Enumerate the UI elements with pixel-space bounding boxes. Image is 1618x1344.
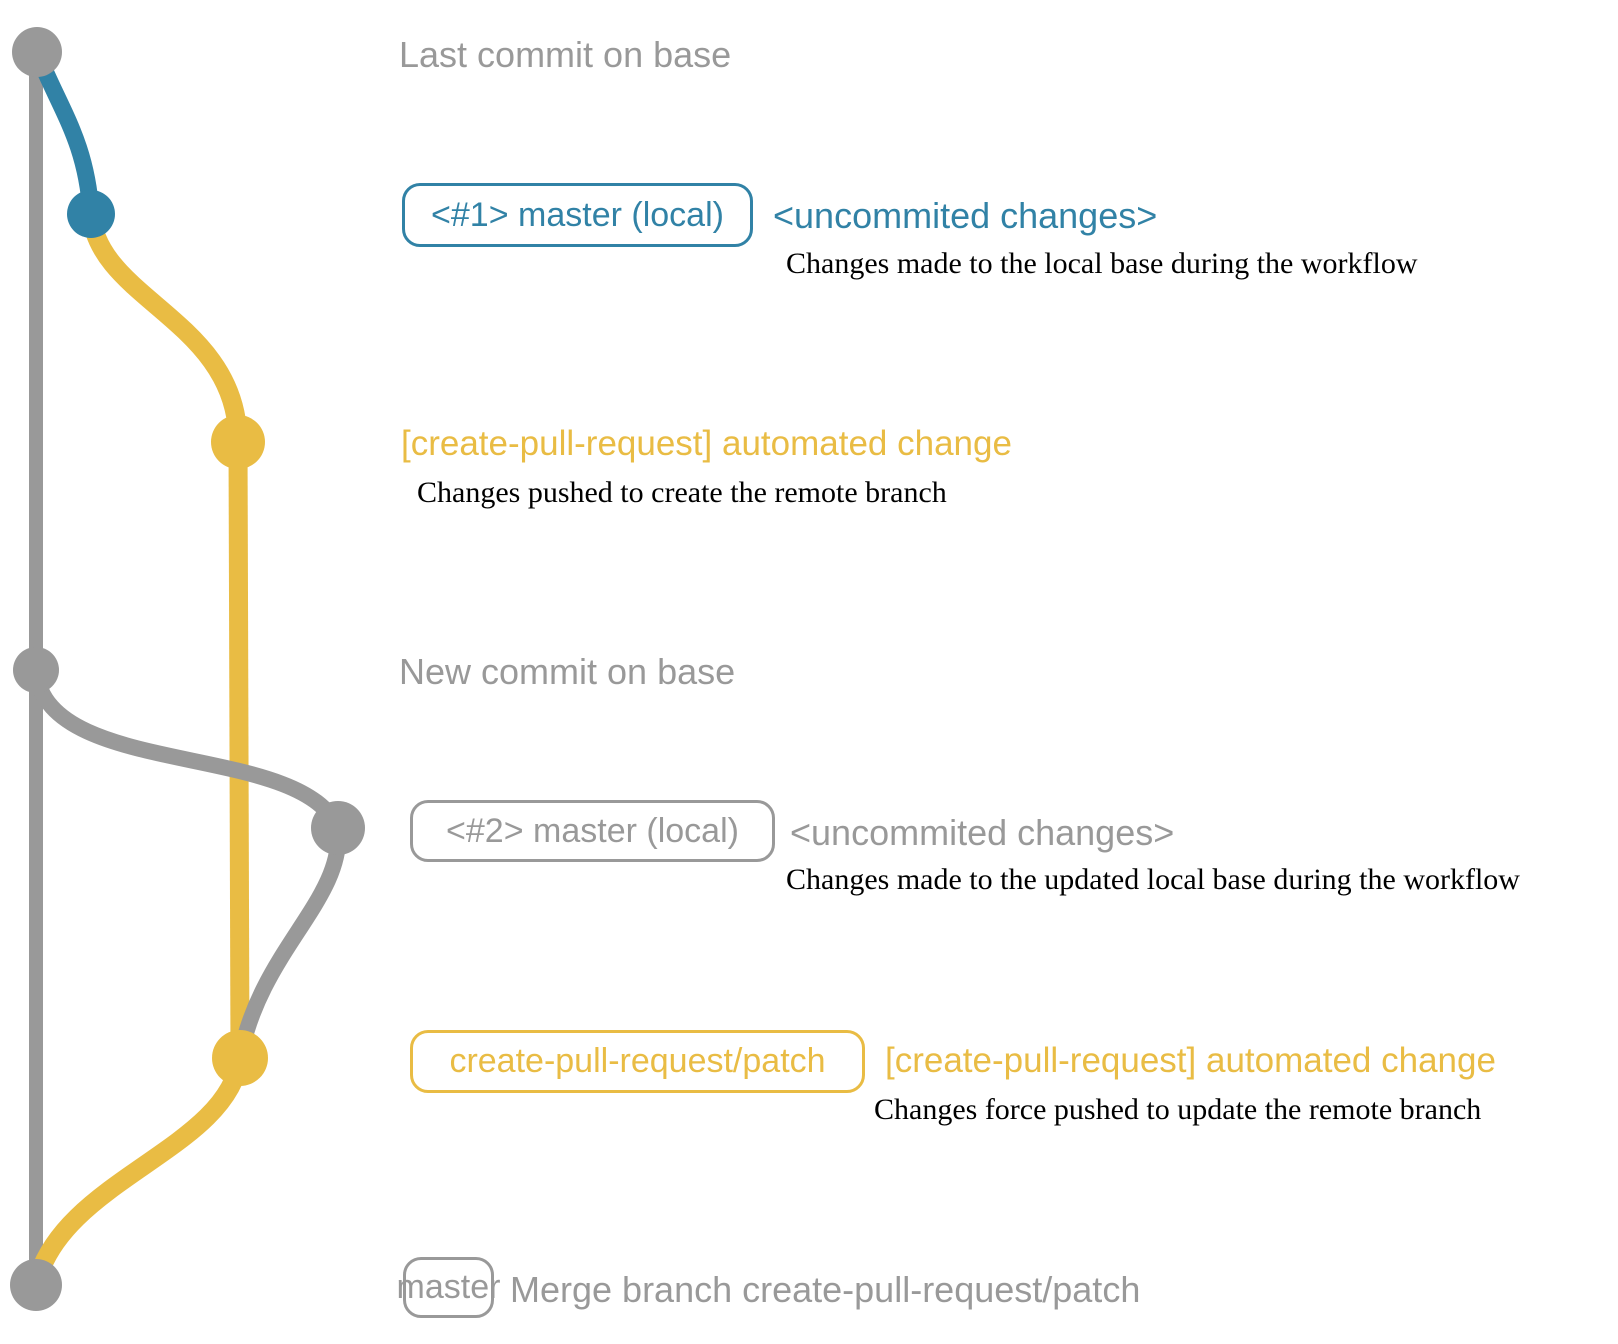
uncommited-changes-1-note: Changes made to the local base during th… (786, 247, 1418, 280)
patch-branch-merge-curve (26, 1048, 250, 1295)
automated-change-2-note: Changes force pushed to update the remot… (874, 1093, 1482, 1126)
branch-badge-create-pull-request-patch: create-pull-request/patch (410, 1030, 865, 1093)
commit-node-base-new (13, 647, 59, 693)
branch-badge-master-local-1-label: <#1> master (local) (431, 195, 724, 234)
uncommited-changes-2-note: Changes made to the updated local base d… (786, 863, 1520, 896)
commit-node-base-merge (10, 1259, 62, 1311)
automated-change-1-note: Changes pushed to create the remote bran… (417, 476, 947, 509)
patch-branch-line (228, 441, 250, 1059)
branch-badge-master-local-2: <#2> master (local) (410, 800, 775, 862)
commit-node-patch-2 (212, 1030, 268, 1086)
patch-branch-curve-1 (81, 203, 248, 452)
uncommited-changes-1-label: <uncommited changes> (773, 195, 1158, 236)
branch-badge-master-label: master (396, 1268, 501, 1306)
automated-change-2-label: [create-pull-request] automated change (885, 1041, 1496, 1080)
branch-badge-master-local-2-label: <#2> master (local) (446, 811, 739, 850)
local-branch-2-curve (28, 662, 346, 836)
commit-node-local-2 (311, 801, 365, 855)
commit-node-patch-1 (211, 415, 265, 469)
git-graph (10, 27, 365, 1311)
local-branch-1-curve (28, 43, 100, 222)
local-branch-2-to-patch-curve (232, 820, 347, 1066)
new-commit-label: New commit on base (399, 651, 736, 692)
commit-node-local-1 (67, 190, 115, 238)
merge-commit-label: Merge branch create-pull-request/patch (510, 1269, 1141, 1310)
commit-node-base-top (12, 27, 62, 77)
branch-badge-master: master (397, 1257, 500, 1318)
automated-change-1-label: [create-pull-request] automated change (401, 424, 1012, 463)
uncommited-changes-2-label: <uncommited changes> (790, 812, 1175, 853)
branch-badge-master-local-1: <#1> master (local) (402, 183, 753, 247)
last-commit-label: Last commit on base (399, 34, 732, 75)
branch-badge-create-pull-request-patch-label: create-pull-request/patch (449, 1042, 826, 1080)
